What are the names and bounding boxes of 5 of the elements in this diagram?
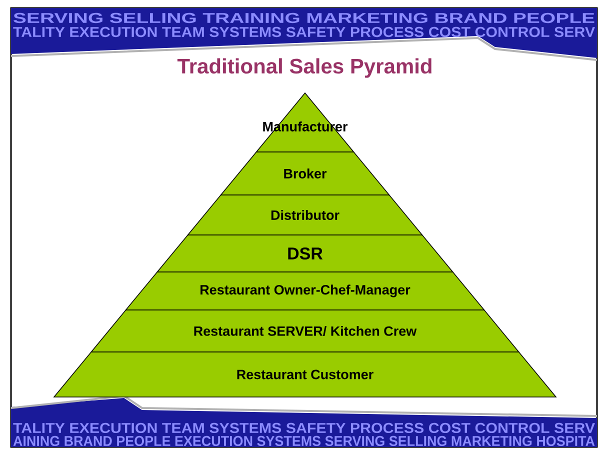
banner-text: AINING BRAND PEOPLE EXECUTION SYSTEMS SERVING SELLING MARKETING HOSPITA <box>13 436 595 446</box>
banner-text: TALITY EXECUTION TEAM SYSTEMS SAFETY PROCESS COST CONTROL SERV <box>13 26 595 38</box>
banner-text: SERVING SELLING TRAINING MARKETING BRAND PEOPLE <box>14 12 594 24</box>
title: Traditional Sales Pyramid <box>177 58 432 78</box>
banner-text: TALITY EXECUTION TEAM SYSTEMS SAFETY PROCESS COST CONTROL SERV <box>13 422 595 434</box>
